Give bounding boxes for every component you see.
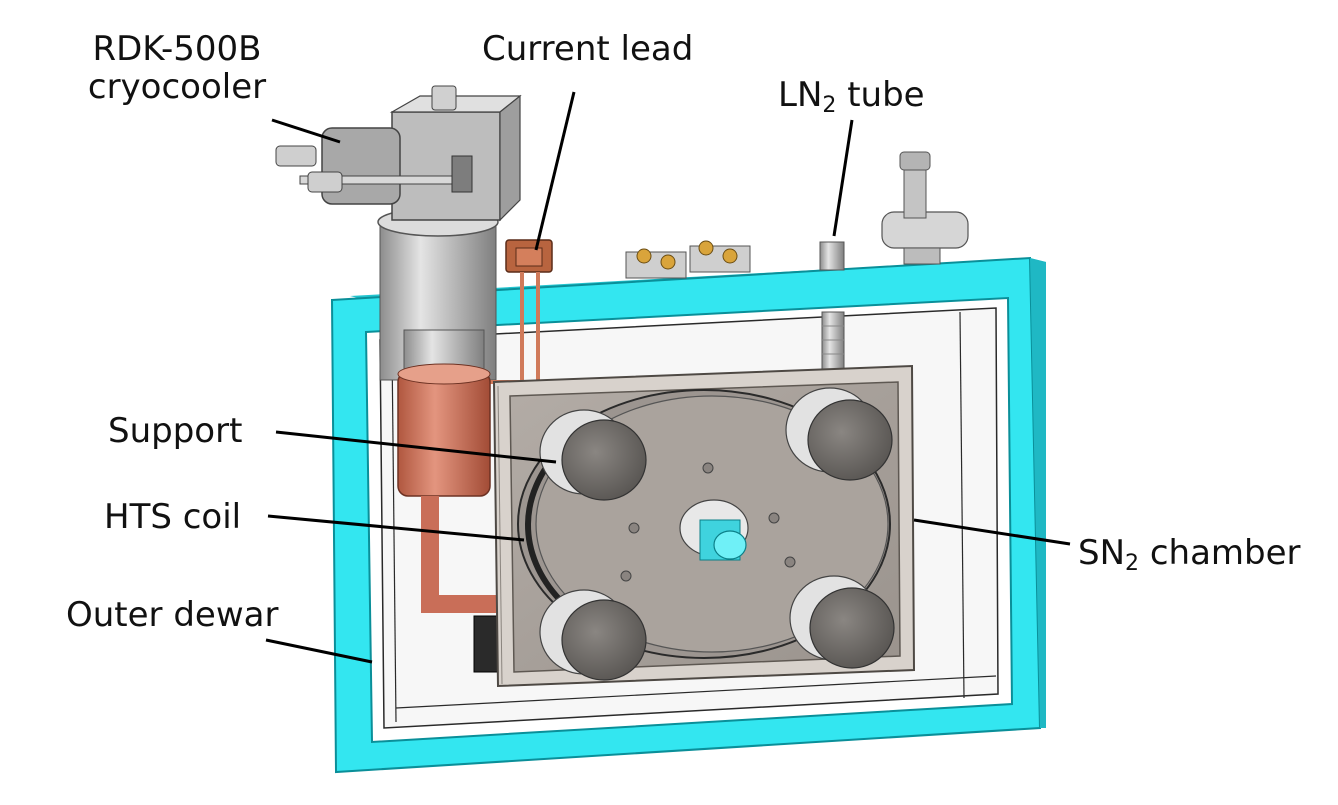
outer-dewar-inner-edge xyxy=(391,347,397,723)
roller-wheel xyxy=(561,599,647,681)
cryocooler-fitting xyxy=(307,171,343,193)
current-lead-wire xyxy=(520,272,524,382)
hts-coil-bolt xyxy=(702,462,714,474)
label-ln2-tube-sub: 2 xyxy=(822,93,837,118)
vacuum-valve-base xyxy=(903,247,941,265)
leader-current-lead xyxy=(534,91,576,251)
port-nut xyxy=(660,254,676,270)
outer-dewar-side xyxy=(1030,258,1046,728)
hts-coil-tape xyxy=(524,523,563,603)
support-roller xyxy=(539,409,647,501)
port-nut xyxy=(636,248,652,264)
support-roller xyxy=(789,575,895,669)
leader-cryocooler xyxy=(271,118,341,144)
cryocooler-head-side xyxy=(499,94,521,222)
top-ports xyxy=(625,151,969,279)
hts-coil-bolt xyxy=(620,570,632,582)
shaft-end xyxy=(713,530,747,560)
hts-coil-bolt xyxy=(768,512,780,524)
leader-lines xyxy=(265,91,1071,664)
label-cryocooler-line1: RDK-500B xyxy=(92,29,262,69)
vacuum-valve-cap xyxy=(899,151,931,171)
cryocooler-fitting xyxy=(275,145,317,167)
label-sn2-pre: SN xyxy=(1078,533,1126,573)
port-nut xyxy=(722,248,738,264)
copper-cold-head xyxy=(397,371,491,497)
cryocooler-valve xyxy=(431,85,457,111)
port-block xyxy=(625,251,687,279)
copper-cold-link xyxy=(397,363,505,673)
label-hts-coil: HTS coil xyxy=(104,497,242,537)
leader-outer-dewar xyxy=(265,638,373,664)
support-roller xyxy=(785,387,893,481)
ln2-tube-body xyxy=(821,311,845,377)
roller-wheel xyxy=(561,419,647,501)
label-support: Support xyxy=(108,411,243,451)
label-cryocooler-line2: cryocooler xyxy=(87,67,267,107)
outer-dewar-inner-edge xyxy=(395,675,997,709)
label-sn2-chamber: SN2 chamber xyxy=(1078,533,1301,575)
hts-coil-bolt xyxy=(628,522,640,534)
support-rollers xyxy=(539,387,895,681)
label-sn2-post: chamber xyxy=(1139,533,1301,573)
label-cryocooler: RDK-500B cryocooler xyxy=(82,30,272,106)
cryocooler xyxy=(275,85,522,391)
label-ln2-tube-pre: LN xyxy=(778,75,823,115)
cryocooler-clamp xyxy=(451,155,473,193)
leader-sn2-chamber xyxy=(913,518,1071,546)
ln2-tube xyxy=(821,311,845,377)
vacuum-valve xyxy=(881,151,969,265)
support-roller xyxy=(539,589,647,681)
leader-support xyxy=(275,430,557,464)
current-lead-terminal-face xyxy=(515,247,543,267)
label-outer-dewar: Outer dewar xyxy=(66,595,279,635)
ln2-tube-top xyxy=(819,241,845,271)
roller-wheel xyxy=(809,587,895,669)
leader-ln2-tube xyxy=(832,119,854,237)
label-ln2-tube: LN2 tube xyxy=(778,75,925,117)
label-ln2-tube-post: tube xyxy=(836,75,925,115)
port-nut xyxy=(698,240,714,256)
hts-coil-bolt xyxy=(784,556,796,568)
label-sn2-sub: 2 xyxy=(1125,551,1140,576)
copper-cold-head-top xyxy=(397,363,491,385)
vacuum-valve-stem xyxy=(903,165,927,219)
central-shaft xyxy=(679,499,749,561)
current-lead-wire xyxy=(536,272,540,382)
cryocooler-head-body xyxy=(391,111,501,221)
label-current-lead: Current lead xyxy=(482,29,694,69)
leader-hts-coil xyxy=(267,514,525,542)
outer-dewar-inner-edge xyxy=(959,311,965,699)
sn2-chamber-edge xyxy=(497,385,503,685)
roller-wheel xyxy=(807,399,893,481)
